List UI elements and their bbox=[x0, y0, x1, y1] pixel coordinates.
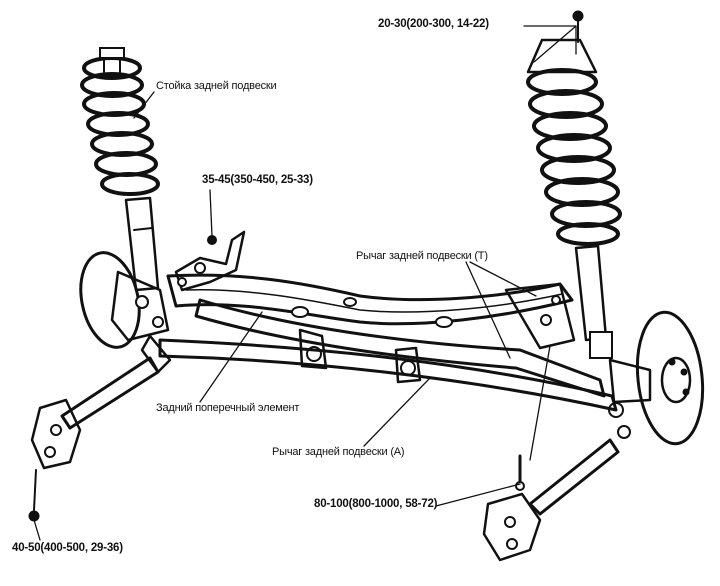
right-forward-arm bbox=[482, 438, 620, 562]
trailing-arm-a bbox=[158, 338, 618, 412]
trailing-arm-t-label: Рычаг задней подвески (T) bbox=[356, 250, 488, 262]
leader-lines bbox=[33, 25, 577, 541]
left-hub-assembly bbox=[79, 251, 172, 374]
strut-label: Стойка задней подвески bbox=[156, 80, 277, 92]
right-hub-assembly bbox=[608, 310, 705, 446]
left-crossmember-bracket bbox=[174, 230, 246, 292]
torque-label-middle: 35-45(350-450, 25-33) bbox=[202, 174, 313, 186]
trailing-arm-a-label: Рычаг задней подвески (A) bbox=[272, 446, 405, 458]
torque-label-top-right: 20-30(200-300, 14-22) bbox=[378, 18, 489, 30]
right-strut-body bbox=[574, 244, 613, 359]
torque-label-bottom-left: 40-50(400-500, 29-36) bbox=[12, 542, 123, 554]
right-coil-spring bbox=[526, 10, 622, 246]
left-forward-arm bbox=[28, 356, 160, 522]
rear-crossmember bbox=[166, 273, 574, 384]
left-coil-spring bbox=[80, 47, 160, 196]
crossmember-label: Задний поперечный элемент bbox=[156, 402, 300, 414]
torque-label-bottom-right: 80-100(800-1000, 58-72) bbox=[314, 498, 438, 510]
trailing-arm-t bbox=[194, 282, 606, 398]
